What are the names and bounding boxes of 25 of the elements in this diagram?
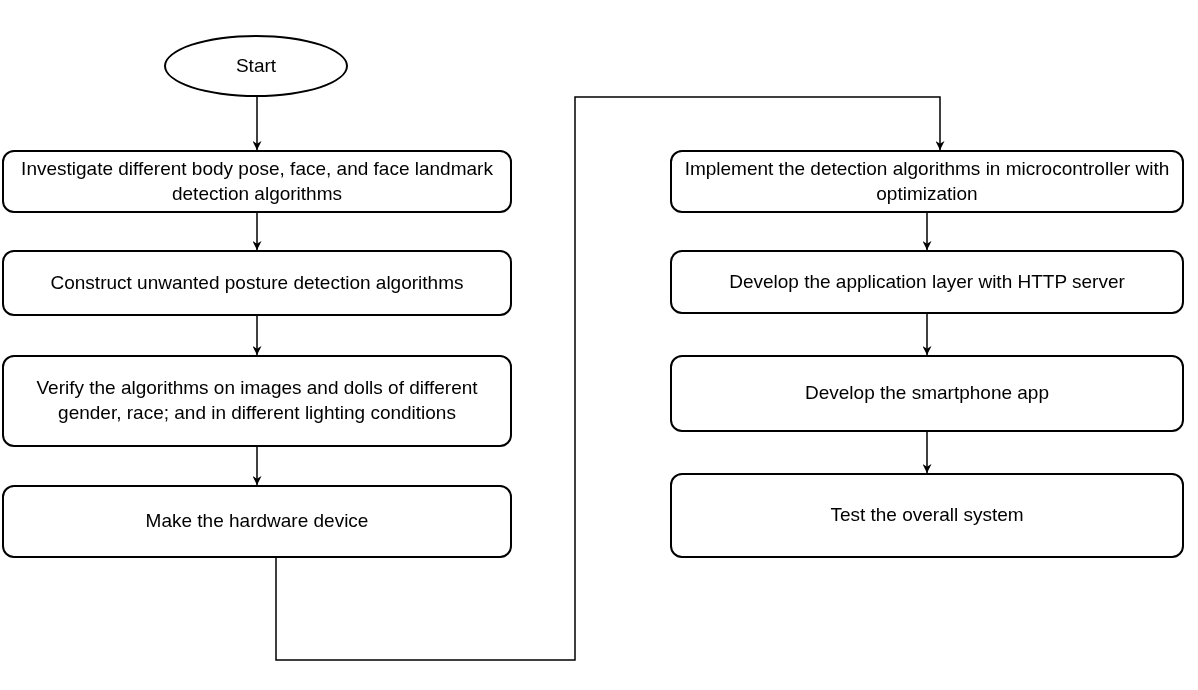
process-box xyxy=(2,250,512,316)
step-text: Implement the detection algorithms in microcontroller with optimization xyxy=(683,156,1171,206)
step-text: Investigate different body pose, face, and face landmark detection algorithms xyxy=(20,156,494,206)
process-box xyxy=(2,485,512,558)
arrow xyxy=(275,96,945,661)
step-text: Test the overall system xyxy=(830,503,1024,528)
arrow xyxy=(252,315,262,356)
arrow xyxy=(252,96,262,151)
arrow xyxy=(922,313,932,356)
step-text: Develop the application layer with HTTP server xyxy=(729,269,1125,294)
arrow xyxy=(922,431,932,474)
process-box xyxy=(670,250,1184,314)
arrow xyxy=(252,446,262,486)
step-text: Construct unwanted posture detection algorithms xyxy=(50,270,464,295)
arrow xyxy=(922,212,932,251)
process-box xyxy=(2,150,512,213)
process-box xyxy=(670,150,1184,213)
process-box xyxy=(670,473,1184,558)
step-text: Make the hardware device xyxy=(145,509,369,534)
step-text: Verify the algorithms on images and dolls of different gender, race; and in different lighting conditions xyxy=(35,376,479,425)
step-text: Start xyxy=(235,53,277,78)
arrow xyxy=(252,212,262,251)
process-box xyxy=(670,355,1184,432)
process-box xyxy=(2,355,512,447)
step-text: Develop the smartphone app xyxy=(805,381,1049,406)
